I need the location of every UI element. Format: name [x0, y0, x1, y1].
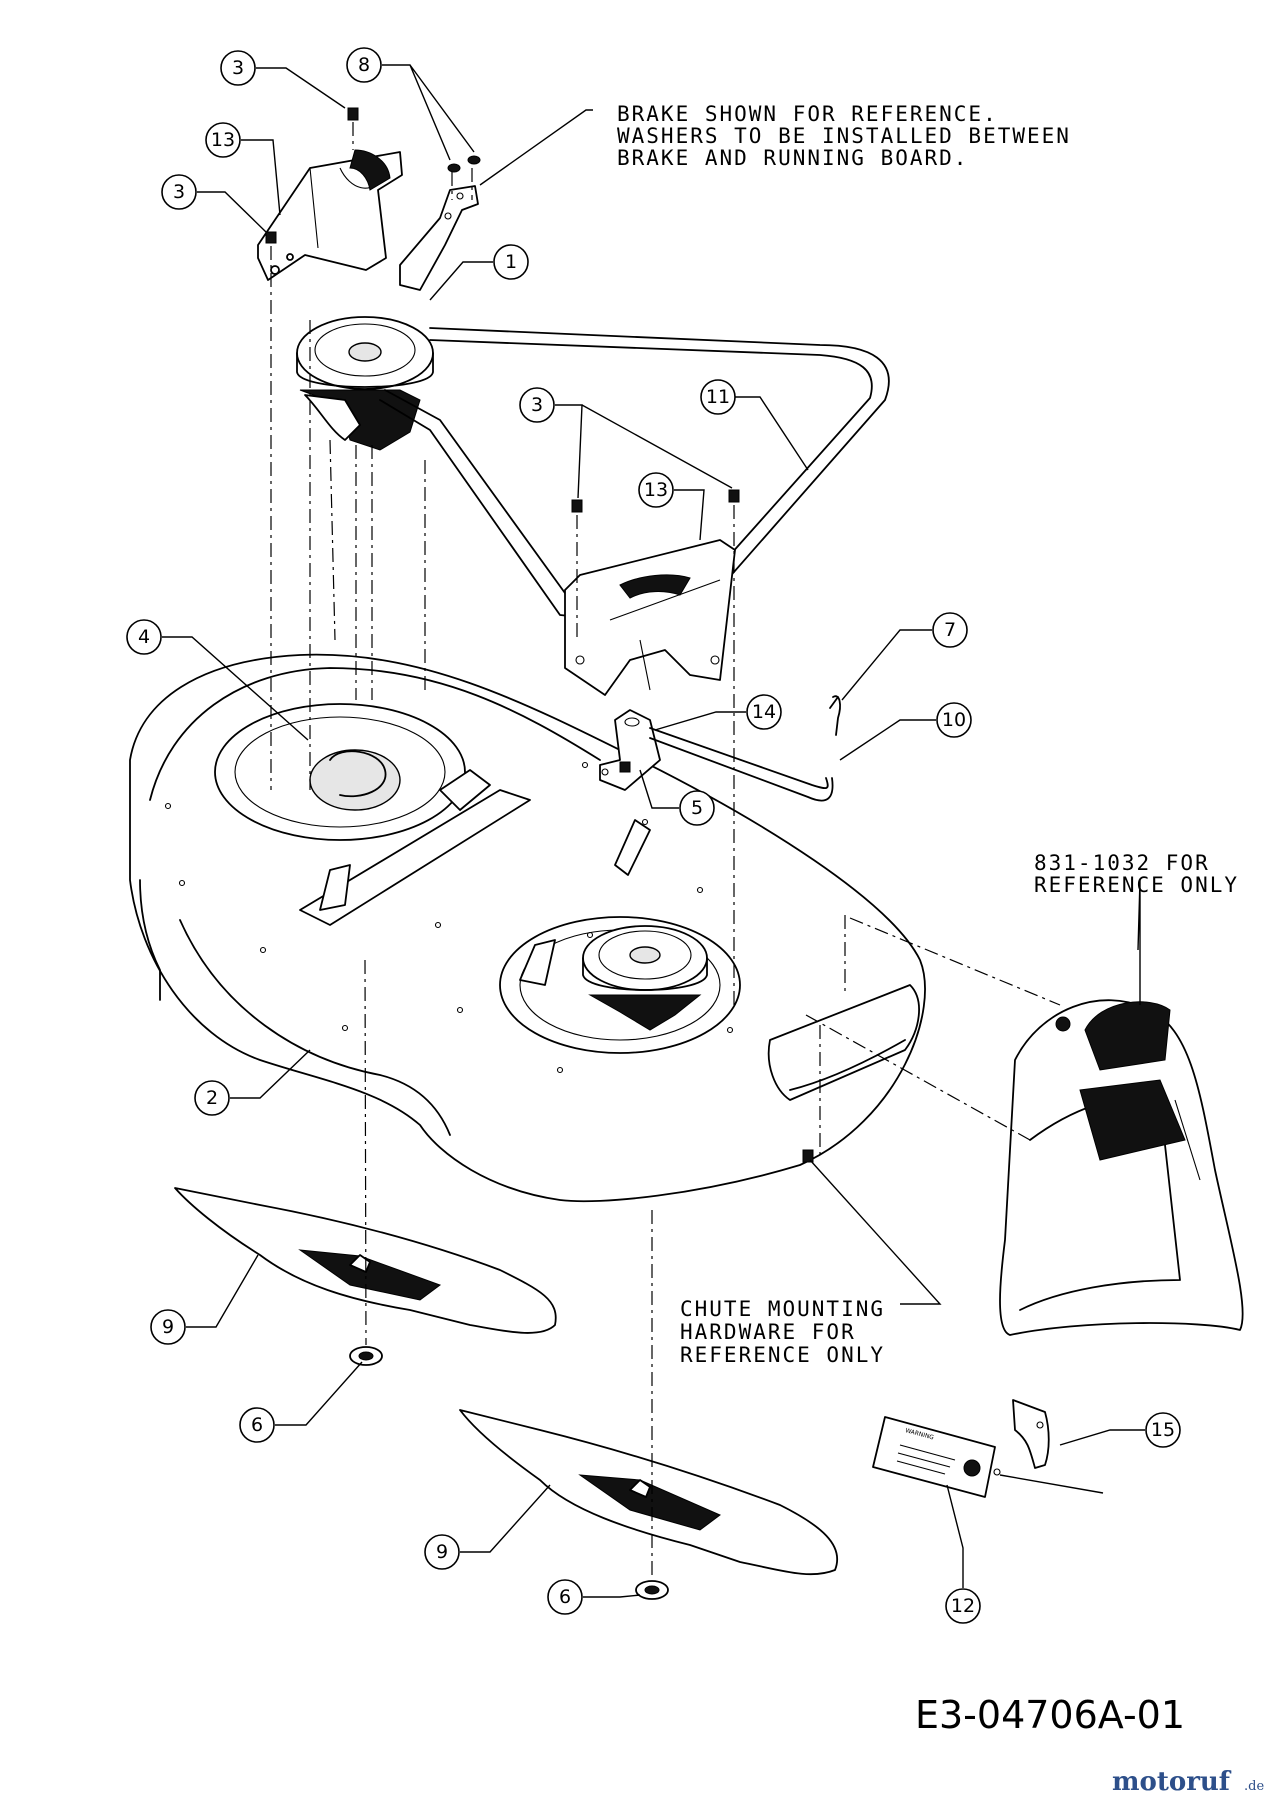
callout-8: 8 — [346, 47, 382, 83]
callout-6-upper: 6 — [239, 1407, 275, 1443]
callout-number: 3 — [232, 57, 244, 79]
warning-decal: WARNING — [872, 1416, 1001, 1498]
deck-pulley — [519, 819, 708, 1031]
callout-11: 11 — [700, 379, 736, 415]
callout-number: 4 — [138, 626, 150, 648]
callout-number: 8 — [358, 54, 370, 76]
discharge-chute — [999, 999, 1244, 1336]
blade-nut-lower — [635, 1580, 669, 1600]
callout-4: 4 — [126, 619, 162, 655]
callout-1: 1 — [493, 244, 529, 280]
chute-hardware-line-2: HARDWARE FOR — [680, 1320, 856, 1344]
callout-number: 2 — [206, 1087, 218, 1109]
brake-note-line-3: BRAKE AND RUNNING BOARD. — [617, 146, 968, 170]
callout-3-mid: 3 — [519, 387, 555, 423]
chute-hardware-line-1: CHUTE MOUNTING — [680, 1297, 885, 1321]
mower-deck — [129, 653, 926, 1203]
callout-2: 2 — [194, 1080, 230, 1116]
blade-nut-upper — [349, 1346, 383, 1366]
callout-15: 15 — [1145, 1412, 1181, 1448]
callout-number: 7 — [944, 619, 956, 641]
upper-pulley-assembly — [296, 316, 434, 451]
callout-6-lower: 6 — [547, 1579, 583, 1615]
idler-bracket — [599, 709, 661, 791]
callout-7: 7 — [932, 612, 968, 648]
chute-reference-note: 831-1032 FOR REFERENCE ONLY — [1034, 851, 1239, 897]
blade-lower — [459, 1409, 839, 1576]
callout-number: 10 — [942, 709, 966, 731]
callout-number: 9 — [162, 1316, 174, 1338]
assembly-lines — [270, 122, 1061, 1580]
callout-3-left: 3 — [161, 174, 197, 210]
callout-number: 13 — [211, 129, 235, 151]
chute-ref-line-2: REFERENCE ONLY — [1034, 873, 1239, 897]
callout-13-top: 13 — [205, 122, 241, 158]
callout-number: 3 — [531, 394, 543, 416]
callout-number: 6 — [559, 1586, 571, 1608]
drawing-code: E3-04706A-01 — [915, 1693, 1185, 1737]
callout-10: 10 — [936, 702, 972, 738]
brake-note: BRAKE SHOWN FOR REFERENCE. WASHERS TO BE… — [617, 102, 1071, 170]
callout-number: 9 — [436, 1541, 448, 1563]
callout-number: 11 — [706, 386, 730, 408]
callout-number: 12 — [951, 1595, 975, 1617]
brake-lever — [399, 185, 479, 291]
brake-note-line-1: BRAKE SHOWN FOR REFERENCE. — [617, 102, 998, 126]
right-belt-cover — [564, 539, 736, 696]
leader-lines — [162, 64, 1145, 1598]
watermark-suffix: .de — [1244, 1779, 1264, 1794]
callout-9-lower: 9 — [424, 1534, 460, 1570]
callout-number: 13 — [644, 479, 668, 501]
tension-rod — [649, 727, 834, 802]
callout-number: 15 — [1151, 1419, 1175, 1441]
callout-number: 3 — [173, 181, 185, 203]
callout-number: 14 — [752, 701, 776, 723]
cotter-pin — [829, 695, 841, 736]
brake-note-line-2: WASHERS TO BE INSTALLED BETWEEN — [617, 124, 1071, 148]
callout-number: 5 — [691, 797, 703, 819]
chute-ref-line-1: 831-1032 FOR — [1034, 851, 1210, 875]
callout-number: 1 — [505, 251, 517, 273]
callout-12: 12 — [945, 1588, 981, 1624]
brake-bracket — [257, 149, 403, 281]
watermark-name: motoruf — [1112, 1767, 1232, 1797]
chute-hardware-note: CHUTE MOUNTING HARDWARE FOR REFERENCE ON… — [680, 1297, 885, 1367]
callout-14: 14 — [746, 694, 782, 730]
callout-9-upper: 9 — [150, 1309, 186, 1345]
callout-5: 5 — [679, 790, 715, 826]
callout-3-top: 3 — [220, 50, 256, 86]
hardware — [265, 107, 814, 1163]
chute-hardware-line-3: REFERENCE ONLY — [680, 1343, 885, 1367]
watermark: motoruf .de — [1112, 1767, 1264, 1797]
callout-13-mid: 13 — [638, 472, 674, 508]
callout-number: 6 — [251, 1414, 263, 1436]
chute-hook — [1012, 1399, 1050, 1469]
